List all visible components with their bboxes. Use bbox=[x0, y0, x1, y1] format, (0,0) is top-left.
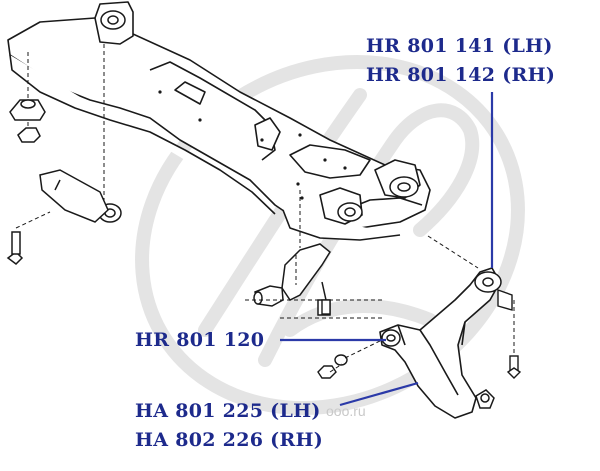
label-rear-bushing-lh: HR 801 141 (LH) bbox=[366, 35, 553, 57]
label-control-arm-rh: HA 802 226 (RH) bbox=[135, 429, 324, 451]
center-dashed-guides bbox=[245, 190, 479, 319]
label-rear-bushing-rh: HR 801 142 (RH) bbox=[366, 64, 556, 86]
right-dashed-guides bbox=[329, 300, 515, 373]
lower-control-arm bbox=[379, 267, 501, 419]
subframe-mount-bushings bbox=[98, 10, 419, 223]
subframe-holes bbox=[158, 90, 347, 200]
subframe bbox=[7, 1, 431, 241]
label-control-arm-lh: HA 801 225 (LH) bbox=[135, 400, 321, 422]
left-mount-hardware bbox=[6, 99, 109, 265]
right-mount-hardware bbox=[317, 289, 522, 379]
label-front-bushing: HR 801 120 bbox=[135, 329, 265, 351]
leader-arm bbox=[339, 381, 419, 407]
left-dashed-guides bbox=[15, 44, 105, 229]
leader-lines bbox=[280, 92, 494, 407]
arm-bushings bbox=[381, 271, 502, 409]
watermark-text: ооо.ru bbox=[326, 403, 366, 419]
